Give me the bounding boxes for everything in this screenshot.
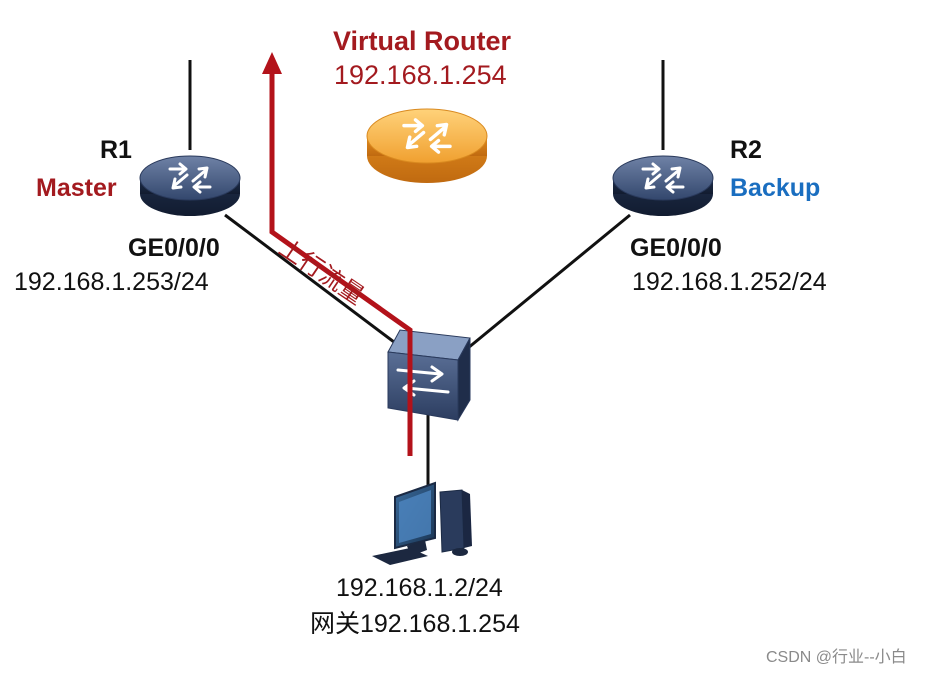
r2-ip: 192.168.1.252/24	[632, 268, 827, 296]
r2-role: Backup	[730, 174, 821, 202]
r1-ip: 192.168.1.253/24	[14, 268, 209, 296]
r2-switch-link	[467, 213, 631, 350]
pc-icon	[372, 481, 472, 565]
uplink-traffic-arrowhead	[262, 52, 282, 74]
r1-role: Master	[36, 174, 117, 202]
host-gateway: 网关192.168.1.254	[310, 610, 520, 638]
switch-icon	[387, 329, 471, 422]
r2-name: R2	[730, 136, 762, 164]
router-icon-r1	[139, 155, 241, 216]
r2-interface: GE0/0/0	[630, 234, 722, 262]
r1-switch-link	[224, 213, 399, 347]
virtual-router-ip: 192.168.1.254	[334, 60, 507, 90]
uplink-traffic-path	[269, 72, 413, 456]
virtual-router-icon	[366, 108, 488, 183]
watermark: CSDN @行业--小白	[766, 649, 907, 666]
virtual-router-title: Virtual Router	[333, 26, 512, 56]
r1-name: R1	[100, 136, 132, 164]
router-icon-r2	[612, 155, 714, 216]
host-ip: 192.168.1.2/24	[336, 574, 503, 602]
r1-interface: GE0/0/0	[128, 234, 220, 262]
